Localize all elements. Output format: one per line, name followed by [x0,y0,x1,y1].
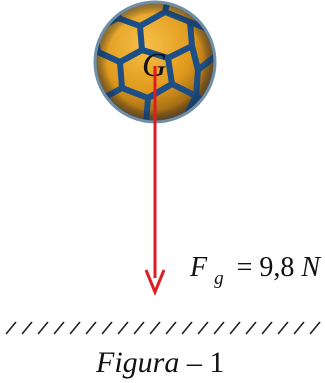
caption-dash: – [186,346,203,379]
caption-word: Figura [95,346,179,379]
force-value: 9,8 [259,252,294,283]
force-symbol: F [189,252,208,283]
figure-caption: Figura – 1 [95,346,224,379]
caption-number: 1 [209,346,224,379]
force-equation: F g = 9,8 N [189,252,321,291]
force-subscript: g [214,268,224,289]
ground-surface [5,321,321,335]
gravity-force-arrow [144,66,166,296]
equals-sign: = [237,252,253,283]
force-unit: N [300,252,321,283]
